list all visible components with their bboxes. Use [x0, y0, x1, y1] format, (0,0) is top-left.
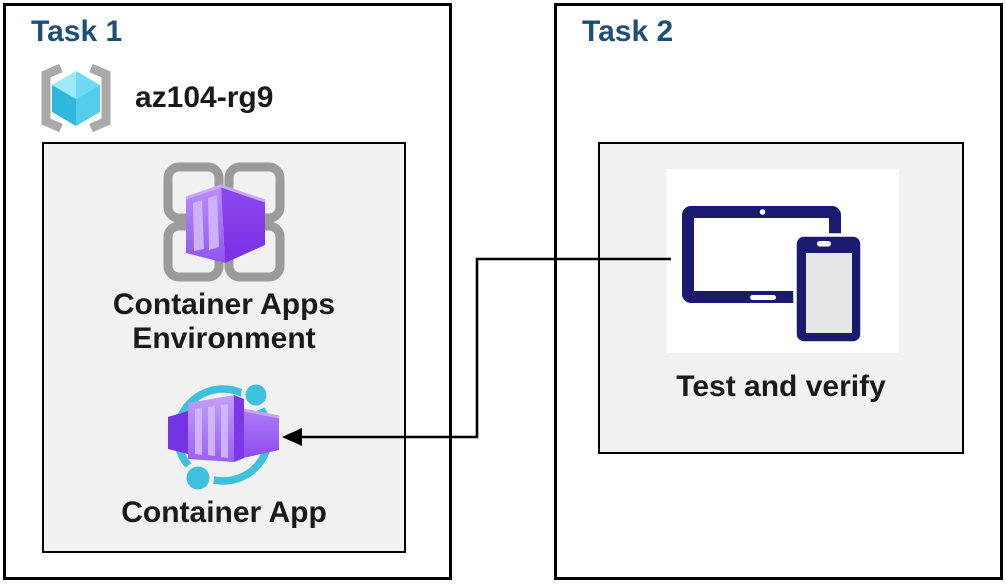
task1-box: Task 1 az104-rg9	[3, 3, 452, 580]
container-apps-environment-icon	[163, 162, 285, 282]
container-app-icon	[168, 383, 280, 491]
cyan-dot-bottom-left	[186, 466, 210, 490]
devices-card	[666, 169, 899, 353]
purple-container-shape	[185, 184, 266, 263]
container-app-label: Container App	[121, 496, 327, 529]
left-bracket-shape	[41, 63, 63, 133]
environment-label-line2: Environment	[132, 322, 316, 355]
azure-resource-group-icon	[41, 63, 111, 133]
environment-label: Container Apps Environment	[44, 288, 404, 356]
purple-containers-shape	[168, 395, 280, 462]
task2-title: Task 2	[582, 15, 674, 48]
task2-box: Task 2 Test and verif	[554, 3, 1003, 580]
task1-inner-panel: Container Apps Environment	[42, 142, 406, 553]
phone-shape	[793, 233, 864, 345]
resource-group-row: az104-rg9	[35, 61, 273, 135]
task2-inner-panel: Test and verify	[598, 142, 964, 454]
resource-group-name: az104-rg9	[135, 81, 274, 114]
right-bracket-shape	[89, 63, 111, 133]
tablet-phone-devices-icon	[682, 206, 864, 345]
cyan-cube-shape	[52, 71, 100, 126]
cyan-dot-top-right	[245, 384, 267, 406]
task1-title: Task 1	[31, 15, 123, 48]
environment-label-line1: Container Apps	[112, 288, 336, 321]
test-and-verify-label: Test and verify	[676, 370, 886, 403]
